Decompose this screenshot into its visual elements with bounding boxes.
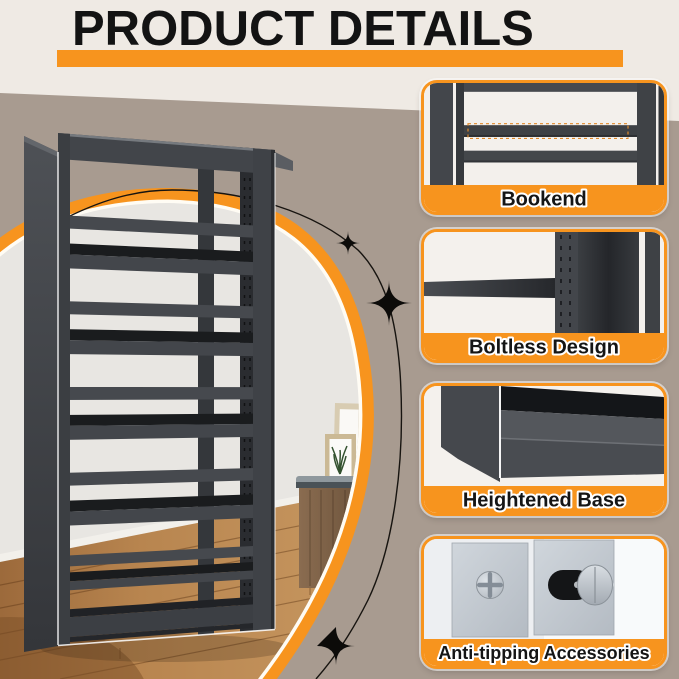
feature-card-boltless: Boltless Design xyxy=(421,229,667,363)
card-label: Boltless Design xyxy=(469,337,619,359)
feature-cards: Bookend xyxy=(421,80,667,669)
sparkle-icon xyxy=(366,280,412,326)
title-underline-bar xyxy=(57,50,623,67)
card-label: Heightened Base xyxy=(463,490,625,512)
card-label-bar: Heightened Base xyxy=(424,486,664,513)
card-label: Bookend xyxy=(501,189,587,211)
card-label-bar: Anti-tipping Accessories xyxy=(424,639,664,666)
card-label: Anti-tipping Accessories xyxy=(438,643,649,663)
sparkle-icon xyxy=(317,627,355,665)
plant-art xyxy=(331,445,348,475)
card-label-bar: Boltless Design xyxy=(424,333,664,360)
highlight-dashed-box xyxy=(467,123,629,140)
sparkle-icon xyxy=(336,231,360,255)
sparkles xyxy=(317,231,412,665)
shelf-side-panel xyxy=(24,136,58,652)
bookshelf-illustration xyxy=(24,133,293,652)
picture-frame-plant xyxy=(325,434,356,484)
shelf-shadow xyxy=(40,634,290,662)
screw-icon xyxy=(476,571,504,599)
feature-card-antitip: Anti-tipping Accessories xyxy=(421,536,667,669)
heightened-base-photo xyxy=(424,386,664,486)
floor-shade xyxy=(0,617,150,679)
page-title: PRODUCT DETAILS xyxy=(72,2,534,56)
feature-card-base: Heightened Base xyxy=(421,383,667,516)
bookend-photo xyxy=(424,83,664,185)
anti-tipping-photo xyxy=(424,539,664,639)
card-label-bar: Bookend xyxy=(424,185,664,212)
feature-card-bookend: Bookend xyxy=(421,80,667,215)
anchor-icon xyxy=(548,564,614,606)
boltless-photo xyxy=(424,232,664,333)
